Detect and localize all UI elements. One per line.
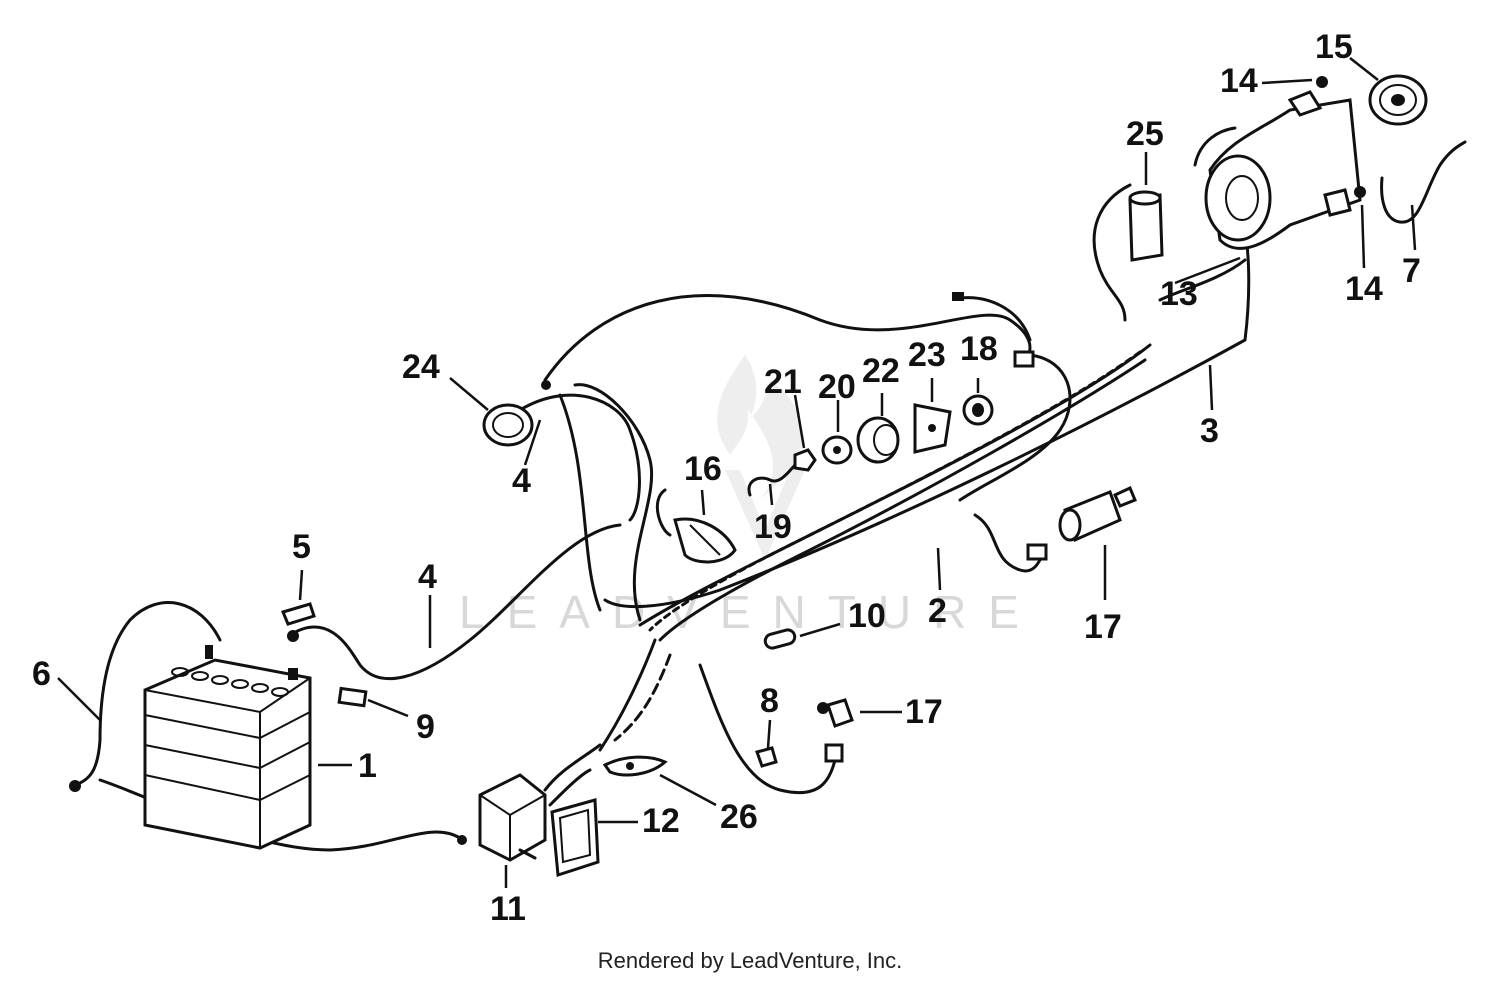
callout-14-upper: 14 (1220, 62, 1258, 100)
knob-18 (962, 394, 994, 426)
callout-19: 19 (754, 508, 792, 546)
wiring-harness-2 (598, 343, 1152, 752)
callout-7: 7 (1402, 252, 1421, 290)
callout-20: 20 (818, 368, 856, 406)
callout-25: 25 (1126, 115, 1164, 153)
callout-13: 13 (1160, 275, 1198, 313)
footer-credit: Rendered by LeadVenture, Inc. (597, 948, 903, 973)
callout-12: 12 (642, 802, 680, 840)
callout-17-upper: 17 (1084, 608, 1122, 646)
pulley-15 (1368, 74, 1428, 126)
callout-15: 15 (1315, 28, 1353, 66)
callout-17-lower: 17 (905, 693, 943, 731)
callout-26: 26 (720, 798, 758, 836)
instrument-loop-wire (543, 294, 1032, 382)
callout-4-upper: 4 (512, 462, 531, 500)
capacitor-25 (1092, 183, 1164, 322)
regulator-11 (478, 773, 547, 862)
callout-6: 6 (32, 655, 51, 693)
battery-cable-6 (73, 601, 222, 787)
gauge-24 (482, 380, 551, 447)
bushing-22 (856, 416, 900, 464)
battery (143, 645, 312, 850)
callout-18: 18 (960, 330, 998, 368)
callout-21: 21 (764, 363, 802, 401)
callout-labels: 1 2 3 4 4 5 6 7 8 9 10 11 12 13 14 14 15… (32, 28, 1421, 928)
watermark-logo-icon (717, 355, 805, 560)
fuse-10 (763, 628, 797, 650)
fuse-9 (337, 686, 368, 708)
ground-wire-7 (1380, 140, 1467, 224)
callout-22: 22 (862, 352, 900, 390)
switch-16 (655, 488, 737, 564)
callout-16: 16 (684, 450, 722, 488)
callout-2: 2 (928, 592, 947, 630)
connector-plug (1013, 350, 1035, 368)
washer-14-lower (1354, 186, 1366, 198)
watermark-text: LEADVENTURE (459, 586, 1041, 638)
mounting-plate-12 (550, 798, 600, 878)
callout-24: 24 (402, 348, 440, 386)
clip-19 (747, 463, 797, 497)
clip-8 (755, 746, 778, 768)
generator-13 (1158, 90, 1362, 302)
washer-14-upper (1316, 76, 1328, 88)
callout-9: 9 (416, 708, 435, 746)
terminal-clip-5 (280, 602, 316, 626)
callout-4-lower: 4 (418, 558, 437, 596)
callout-leaders (57, 57, 1417, 888)
callout-1: 1 (358, 747, 377, 785)
callout-3: 3 (1200, 412, 1219, 450)
callout-14-lower: 14 (1345, 270, 1383, 308)
callout-10: 10 (848, 597, 886, 635)
solenoid-17-upper (1058, 485, 1137, 543)
wire-terminal (952, 292, 964, 301)
callout-5: 5 (292, 528, 311, 566)
gasket-26 (602, 755, 668, 777)
sensor-17-lower (817, 698, 854, 728)
callout-11: 11 (490, 890, 526, 928)
nut-21 (793, 448, 817, 472)
callout-23: 23 (908, 336, 946, 374)
callout-8: 8 (760, 682, 779, 720)
battery-wire-4 (288, 523, 622, 681)
